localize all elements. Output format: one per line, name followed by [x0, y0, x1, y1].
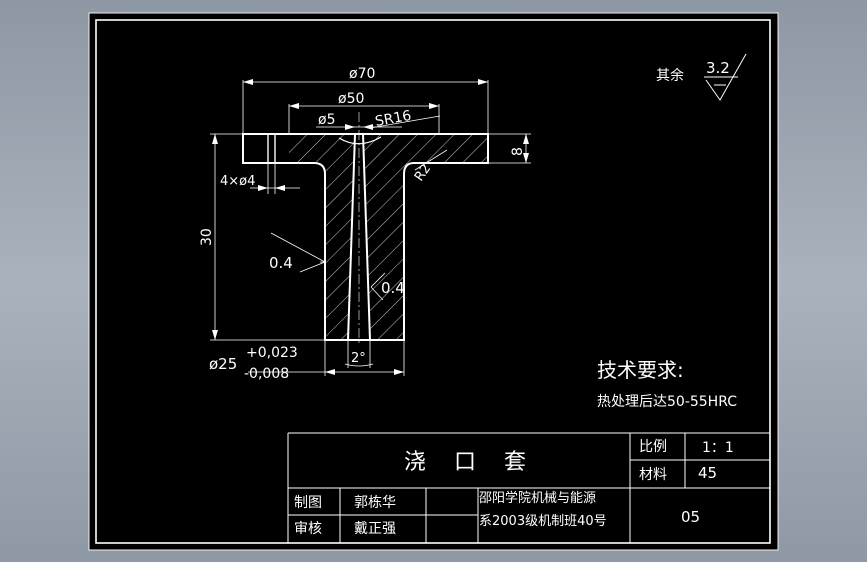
bore-line-left [347, 133, 356, 341]
roughness-left: 0.4 [269, 254, 293, 272]
tol-upper: +0,023 [246, 345, 298, 361]
bore-line-right [362, 133, 371, 341]
part-section [242, 112, 489, 344]
drawing-number: 05 [681, 508, 700, 526]
dim-sr16: SR16 [374, 108, 413, 130]
org-line-1: 邵阳学院机械与能源 [479, 490, 596, 506]
surface-finish-label: 其余 [656, 67, 684, 84]
dim-d25: ø25 [209, 355, 237, 373]
roughness-symbol [704, 53, 747, 101]
drawn-name: 郭栋华 [354, 494, 396, 511]
sphere-seat [338, 136, 382, 145]
title-block [287, 432, 770, 543]
org-line-2: 系2003级机制班40号 [479, 514, 607, 529]
dim-d70: ø70 [349, 66, 375, 82]
check-name: 戴正强 [354, 521, 396, 537]
dimension-arrows [212, 79, 529, 375]
dim-d50: ø50 [338, 91, 364, 107]
material-label: 材料 [639, 467, 667, 483]
dim-taper: 2° [351, 351, 366, 366]
tech-req-title: 技术要求: [597, 358, 684, 382]
tol-lower: -0,008 [244, 366, 289, 382]
dim-h8: 8 [510, 147, 526, 156]
part-name: 浇 口 套 [404, 450, 526, 475]
tech-req-item: 热处理后达50-55HRC [597, 394, 737, 410]
ratio-value: 1：1 [702, 440, 734, 456]
hatched-section [289, 134, 488, 340]
dim-h30: 30 [199, 228, 215, 246]
drawn-label: 制图 [294, 495, 322, 511]
material-value: 45 [698, 464, 717, 482]
dim-d5: ø5 [318, 112, 335, 128]
ratio-label: 比例 [639, 439, 667, 455]
roughness-bore: 0.4 [381, 279, 405, 297]
dim-holes: 4×ø4 [220, 174, 255, 189]
check-label: 审核 [294, 521, 322, 537]
drawing-frame [95, 19, 771, 544]
surface-finish-value: 3.2 [706, 59, 730, 77]
